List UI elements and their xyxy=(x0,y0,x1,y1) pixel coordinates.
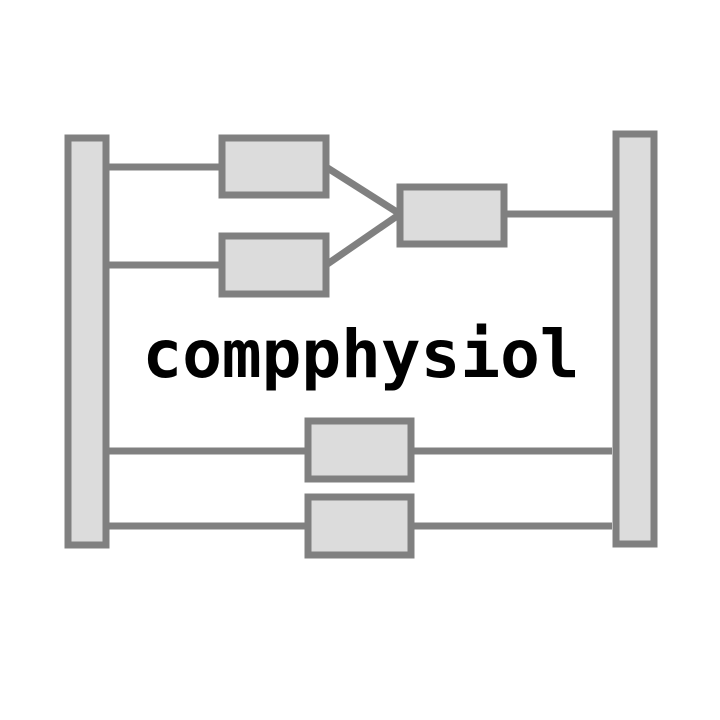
box-row-2 xyxy=(304,493,415,559)
logo-wordmark: compphysiol xyxy=(142,316,579,393)
box-merge xyxy=(396,183,508,248)
connector-box-top1-to-merge xyxy=(324,164,402,217)
connector-box-top2-to-merge xyxy=(324,211,402,268)
box-top-1 xyxy=(218,134,330,199)
box-row-1 xyxy=(304,417,415,483)
left-bar xyxy=(64,134,110,549)
box-top-2 xyxy=(218,232,330,298)
right-bar xyxy=(612,130,658,548)
